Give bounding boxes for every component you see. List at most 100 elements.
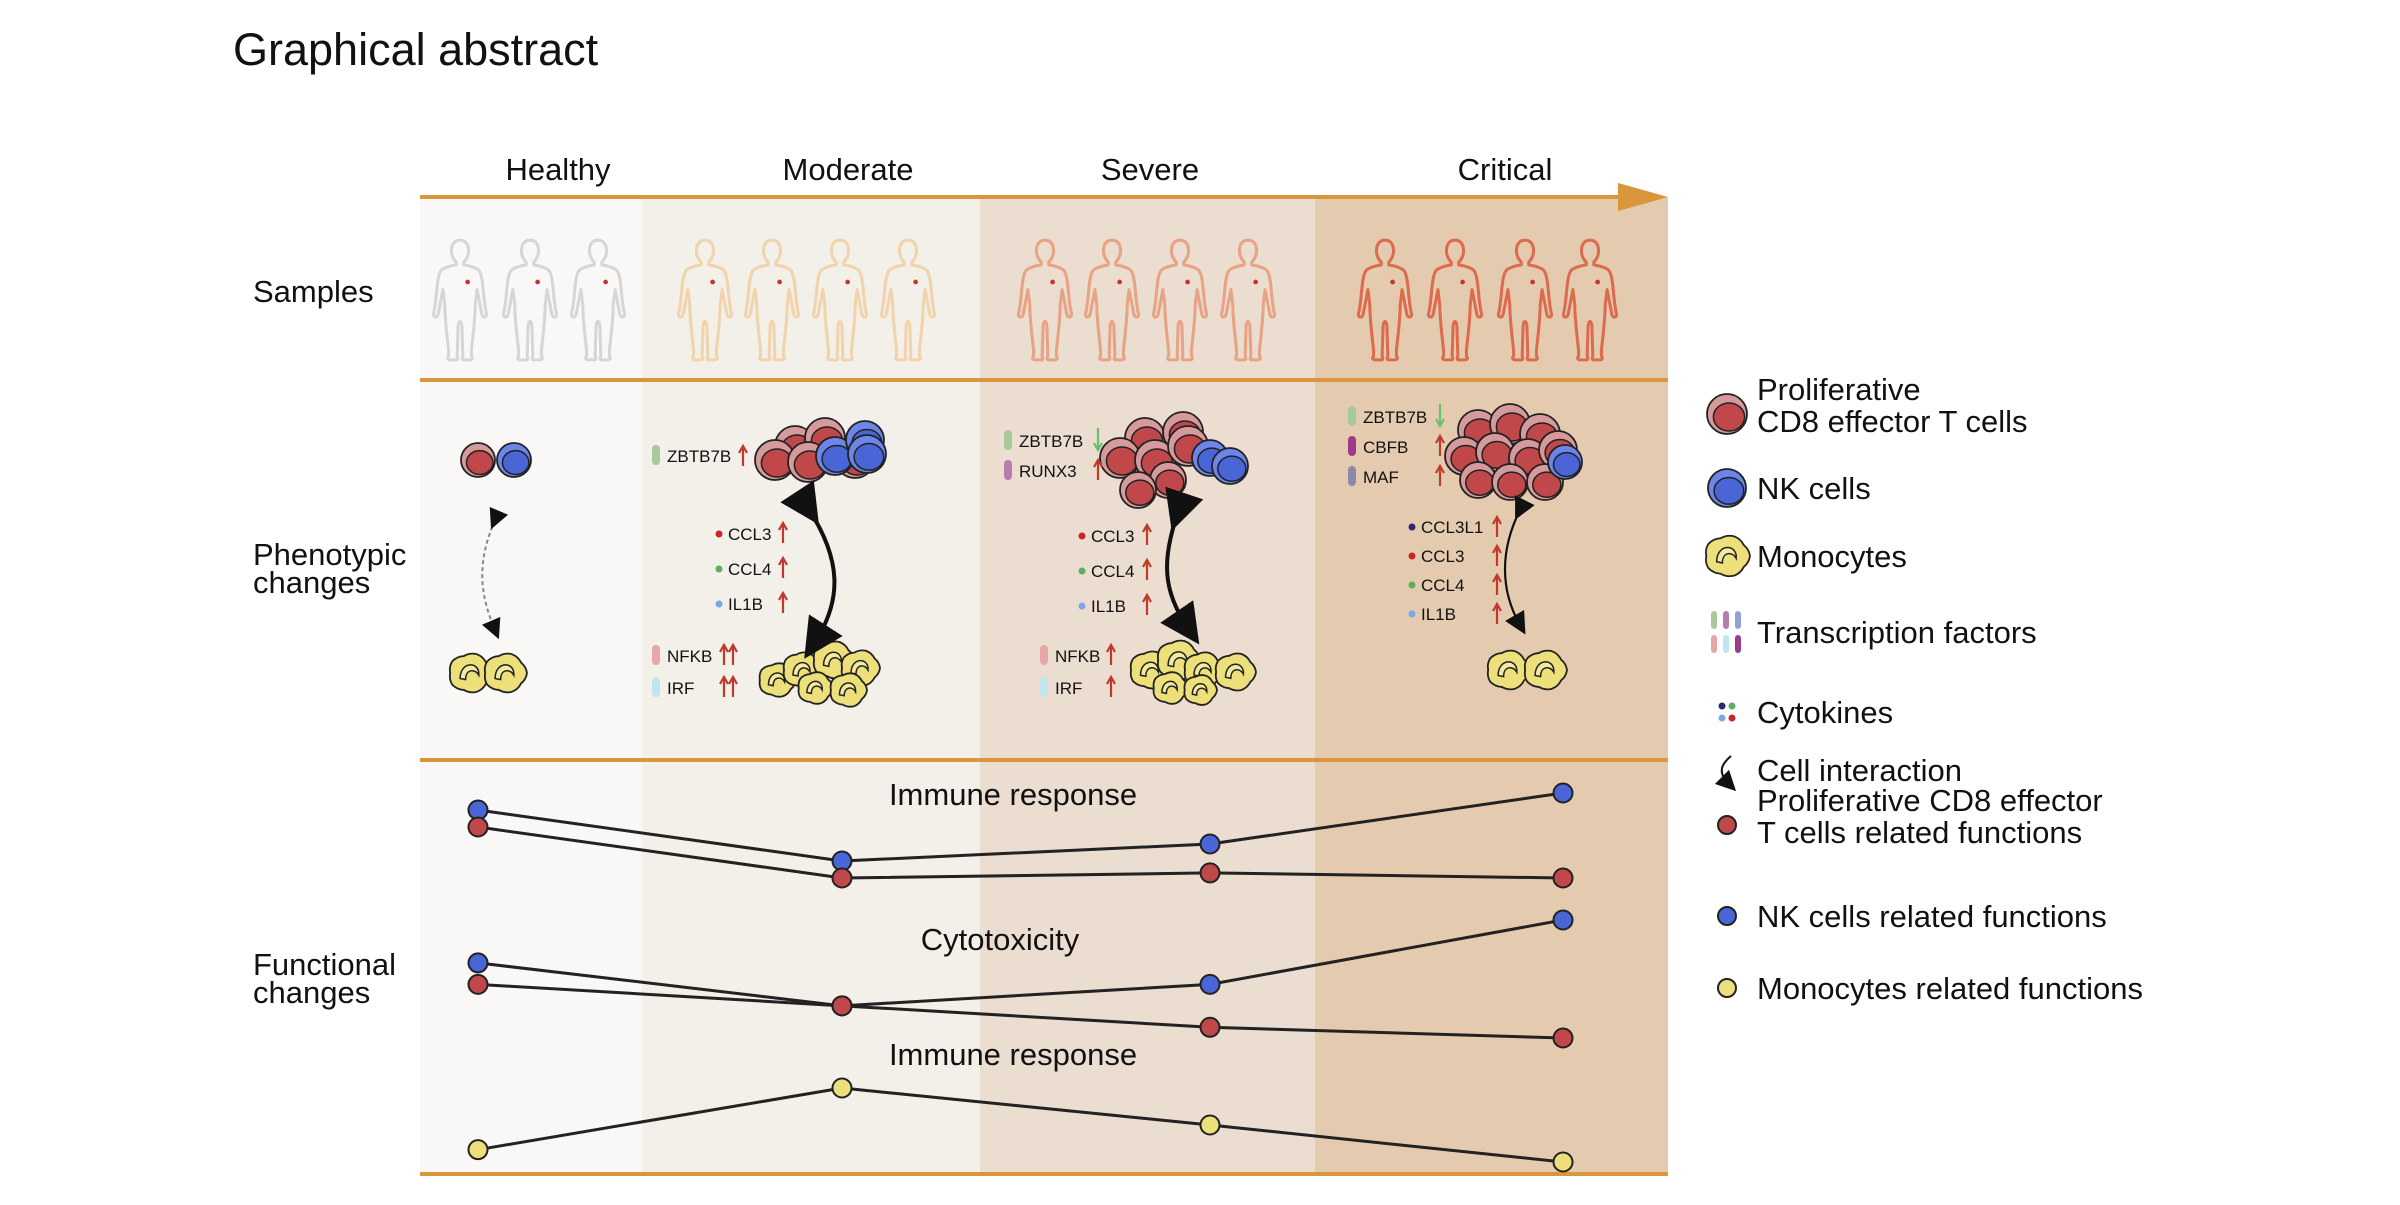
- up-arrow-icon: [738, 443, 748, 466]
- row-label-samples: Samples: [253, 274, 374, 309]
- cytokine-label: CCL3: [1091, 527, 1134, 546]
- cytokine-label: CCL4: [1421, 576, 1464, 595]
- cytokine-dot: [1408, 581, 1416, 589]
- up-arrow-icon: [1492, 543, 1502, 566]
- stage-label-healthy: Healthy: [505, 152, 611, 187]
- tf-label: ZBTB7B: [1363, 408, 1427, 427]
- tcell-icon: [1706, 393, 1748, 435]
- person-figure-healthy: [569, 238, 627, 362]
- cell-interaction-icon: [1714, 755, 1737, 792]
- data-point-t: [467, 816, 489, 838]
- functional-chart: Immune response Cytotoxicity Immune resp…: [467, 777, 1574, 1173]
- person-figure-severe: [1083, 238, 1141, 362]
- transcription-factor-icon: [652, 645, 660, 665]
- row-label-functional-2: changes: [253, 975, 370, 1010]
- person-figure-critical: [1561, 238, 1619, 362]
- nk-cell-icon: [1211, 447, 1249, 485]
- data-point-t: [831, 995, 853, 1017]
- data-point-mono: [1199, 1114, 1221, 1136]
- data-point-nk: [467, 952, 489, 974]
- legend-item-dot-nk: NK cells related functions: [1717, 899, 2107, 934]
- person-figure-critical: [1426, 238, 1484, 362]
- transcription-factor-icon: [1735, 611, 1741, 629]
- series-line-nk: [477, 791, 1564, 863]
- person-figure-critical: [1356, 238, 1414, 362]
- monocyte-icon: [448, 652, 493, 694]
- data-point-mono: [467, 1139, 489, 1161]
- up-arrow-icon: [778, 590, 788, 613]
- legend-label: CD8 effector T cells: [1757, 404, 2028, 439]
- func-label-cytotoxicity: Cytotoxicity: [921, 922, 1080, 957]
- timeline-arrowhead: [1618, 183, 1668, 211]
- transcription-factor-icon: [652, 445, 660, 465]
- cytokine-dot: [1408, 610, 1416, 618]
- tf-label: NFKB: [667, 647, 712, 666]
- up-arrow-icon: [1435, 433, 1445, 456]
- data-point-t: [1552, 867, 1574, 889]
- up-arrow-icon: [1142, 522, 1152, 545]
- cytokine-dot: [1718, 714, 1726, 722]
- cell-interaction-arrow: [1503, 495, 1535, 635]
- person-figure-severe: [1219, 238, 1277, 362]
- transcription-factor-icon: [1348, 466, 1356, 486]
- cytokine-label: CCL3: [1421, 547, 1464, 566]
- data-point-t: [831, 867, 853, 889]
- legend-item-interaction: Cell interaction: [1714, 753, 1962, 792]
- tcell-icon: [1119, 471, 1157, 509]
- legend-label: Cytokines: [1757, 695, 1893, 730]
- legend-label: Proliferative: [1757, 372, 1921, 407]
- dot-icon: [1717, 978, 1737, 998]
- tf-label: ZBTB7B: [667, 447, 731, 466]
- nk-cell-icon: [496, 442, 532, 478]
- legend-item-tf: Transcription factors: [1711, 611, 2037, 653]
- data-point-nk: [1199, 833, 1221, 855]
- cytokine-dot: [715, 530, 723, 538]
- person-figure-healthy: [501, 238, 559, 362]
- legend-label: NK cells: [1757, 471, 1871, 506]
- transcription-factor-icon: [1735, 635, 1741, 653]
- legend-item-nk: NK cells: [1707, 468, 1871, 508]
- legend-label: Cell interaction: [1757, 753, 1962, 788]
- monocyte-icon: [1214, 652, 1257, 692]
- stage-label-critical: Critical: [1458, 152, 1553, 187]
- data-point-nk: [1199, 973, 1221, 995]
- cytokine-label: CCL3: [728, 525, 771, 544]
- func-label-immune-response-top: Immune response: [889, 777, 1137, 812]
- stage-label-moderate: Moderate: [783, 152, 914, 187]
- person-figure-severe: [1151, 238, 1209, 362]
- cytokine-dot: [1728, 702, 1736, 710]
- cytokine-dot: [1728, 714, 1736, 722]
- data-point-t: [467, 973, 489, 995]
- up-arrow-icon: [778, 555, 788, 578]
- person-figure-critical: [1496, 238, 1554, 362]
- legend-label: NK cells related functions: [1757, 899, 2107, 934]
- cytokine-label: IL1B: [1091, 597, 1126, 616]
- monocyte-icon: [1183, 674, 1218, 706]
- cytokine-dot: [1078, 532, 1086, 540]
- transcription-factor-icon: [1004, 430, 1012, 450]
- tcell-icon: [1475, 432, 1515, 472]
- cytokine-label: IL1B: [1421, 605, 1456, 624]
- legend-label: Monocytes: [1757, 539, 1907, 574]
- dot-icon: [1717, 906, 1737, 926]
- monocyte-icon: [797, 671, 834, 705]
- cytokine-dot: [715, 565, 723, 573]
- cytokine-dot: [1408, 552, 1416, 560]
- monocyte-icon: [1486, 649, 1531, 691]
- transcription-factor-icon: [1348, 436, 1356, 456]
- person-figure-severe: [1016, 238, 1074, 362]
- cytokine-label: IL1B: [728, 595, 763, 614]
- row-label-functional-1: Functional: [253, 947, 396, 982]
- band-critical: [1315, 197, 1668, 1172]
- transcription-factor-icon: [1723, 611, 1729, 629]
- cell-interaction-arrow: [780, 480, 843, 659]
- row-label-phenotypic-2: changes: [253, 565, 370, 600]
- tcell-icon: [754, 439, 796, 481]
- tcell-icon: [460, 442, 496, 478]
- tcell-icon: [1459, 461, 1497, 499]
- up-arrow-icon: [1106, 674, 1116, 697]
